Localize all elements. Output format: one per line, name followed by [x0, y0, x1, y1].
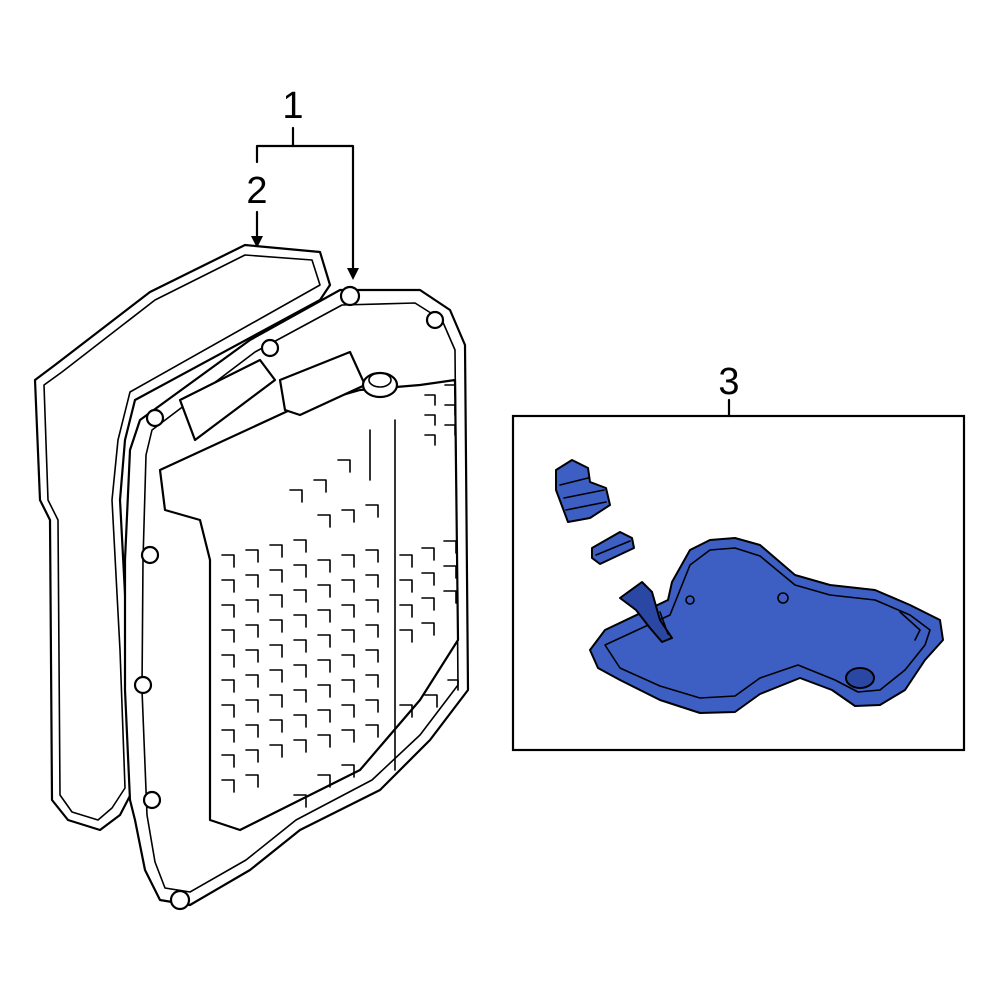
callout-2-leader: [251, 210, 263, 248]
filter-seal-large-icon: [555, 459, 611, 523]
pan-rib-grid: [221, 384, 459, 808]
callout-1-leader: [255, 126, 359, 280]
arrow-head-1: [347, 268, 359, 280]
arrow-head-2: [251, 236, 263, 248]
callout-2-label: 2: [246, 170, 267, 212]
part-3-frame: [511, 414, 966, 752]
filter-body-icon: [589, 537, 944, 714]
callout-1-label: 1: [282, 85, 303, 127]
transmission-oil-pan-icon: [123, 285, 470, 911]
callout-3-label: 3: [718, 361, 739, 403]
transmission-filter-kit-icon: [555, 459, 944, 714]
filter-seal-small-icon: [591, 531, 635, 565]
